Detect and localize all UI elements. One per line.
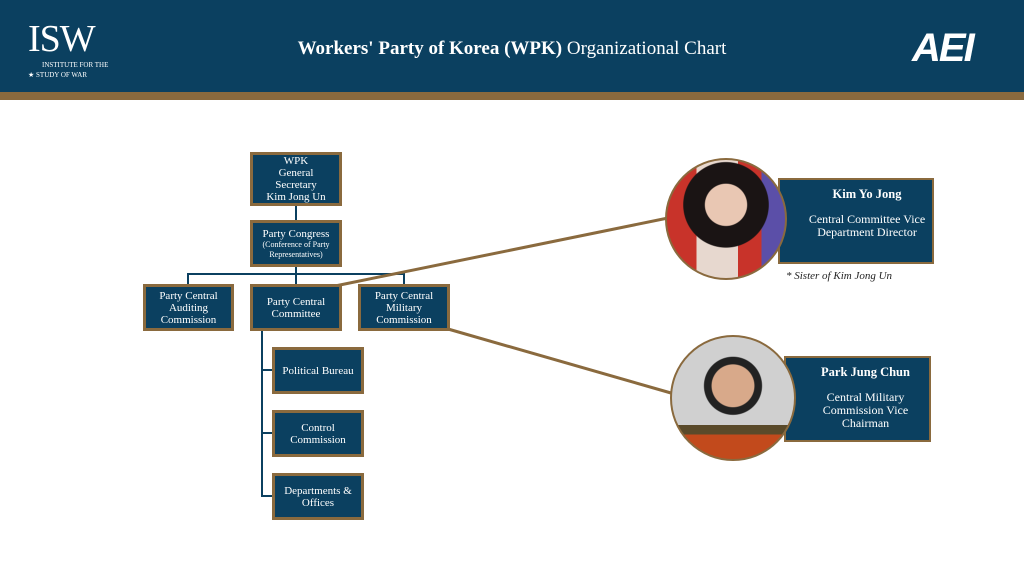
connector <box>295 206 297 220</box>
central-committee-box: Party Central Committee <box>250 284 342 331</box>
sister-note: * Sister of Kim Jong Un <box>786 270 893 282</box>
auditing-label: Party Central Auditing Commission <box>159 289 218 326</box>
title-rest: Organizational Chart <box>566 38 727 59</box>
military-label: Party Central Military Commission <box>374 289 434 326</box>
connector <box>261 369 272 371</box>
auditing-commission-box: Party Central Auditing Commission <box>143 284 234 331</box>
connector <box>295 266 297 284</box>
departments-label: Departments & Offices <box>284 484 352 509</box>
connector <box>261 432 272 434</box>
gs-line: General <box>278 167 314 179</box>
control-commission-box: Control Commission <box>272 410 364 457</box>
kim-yo-jong-card: Kim Yo Jong Central Committee Vice Depar… <box>778 178 934 264</box>
person-name: Kim Yo Jong <box>832 187 902 201</box>
connector <box>261 495 272 497</box>
party-congress-label: Party Congress <box>262 228 330 240</box>
gs-line: Secretary <box>275 179 317 191</box>
aei-logo: AEI <box>912 26 975 70</box>
political-bureau-label: Political Bureau <box>282 364 354 377</box>
title-bold: Workers' Party of Korea (WPK) <box>297 38 563 59</box>
park-jung-chun-card: Park Jung Chun Central Military Commissi… <box>784 356 931 442</box>
general-secretary-box: WPK General Secretary Kim Jong Un <box>250 152 342 206</box>
party-congress-box: Party Congress (Conference of Party Repr… <box>250 220 342 267</box>
connector <box>261 330 263 497</box>
party-congress-sub: (Conference of Party Representatives) <box>262 240 330 259</box>
isw-logo: ISW INSTITUTE FOR THE ★ STUDY OF WAR <box>28 18 108 80</box>
gold-line-park <box>447 327 672 395</box>
gold-line-kim <box>334 216 669 288</box>
park-jung-chun-photo <box>670 335 796 461</box>
person-name: Park Jung Chun <box>821 365 910 379</box>
isw-logo-text: ISW <box>28 18 96 60</box>
person-role: Central Committee Vice Department Direct… <box>808 212 926 239</box>
kim-yo-jong-photo <box>665 158 787 280</box>
departments-box: Departments & Offices <box>272 473 364 520</box>
isw-sub2: ★ STUDY OF WAR <box>28 70 108 80</box>
person-role: Central Military Commission Vice Chairma… <box>822 390 909 430</box>
gs-line: Kim Jong Un <box>266 191 326 203</box>
isw-sub1: INSTITUTE FOR THE <box>42 61 109 69</box>
header-bar <box>0 0 1024 92</box>
central-committee-label: Party Central Committee <box>266 295 326 320</box>
page-title: Workers' Party of Korea (WPK) Organizati… <box>0 38 1024 60</box>
isw-sub2-text: STUDY OF WAR <box>36 71 87 79</box>
connector <box>187 273 405 275</box>
connector <box>403 273 405 284</box>
gs-line: WPK <box>283 155 309 167</box>
military-commission-box: Party Central Military Commission <box>358 284 450 331</box>
star-icon: ★ <box>28 71 37 79</box>
gold-divider <box>0 92 1024 100</box>
control-label: Control Commission <box>290 421 346 446</box>
connector <box>187 273 189 284</box>
political-bureau-box: Political Bureau <box>272 347 364 394</box>
